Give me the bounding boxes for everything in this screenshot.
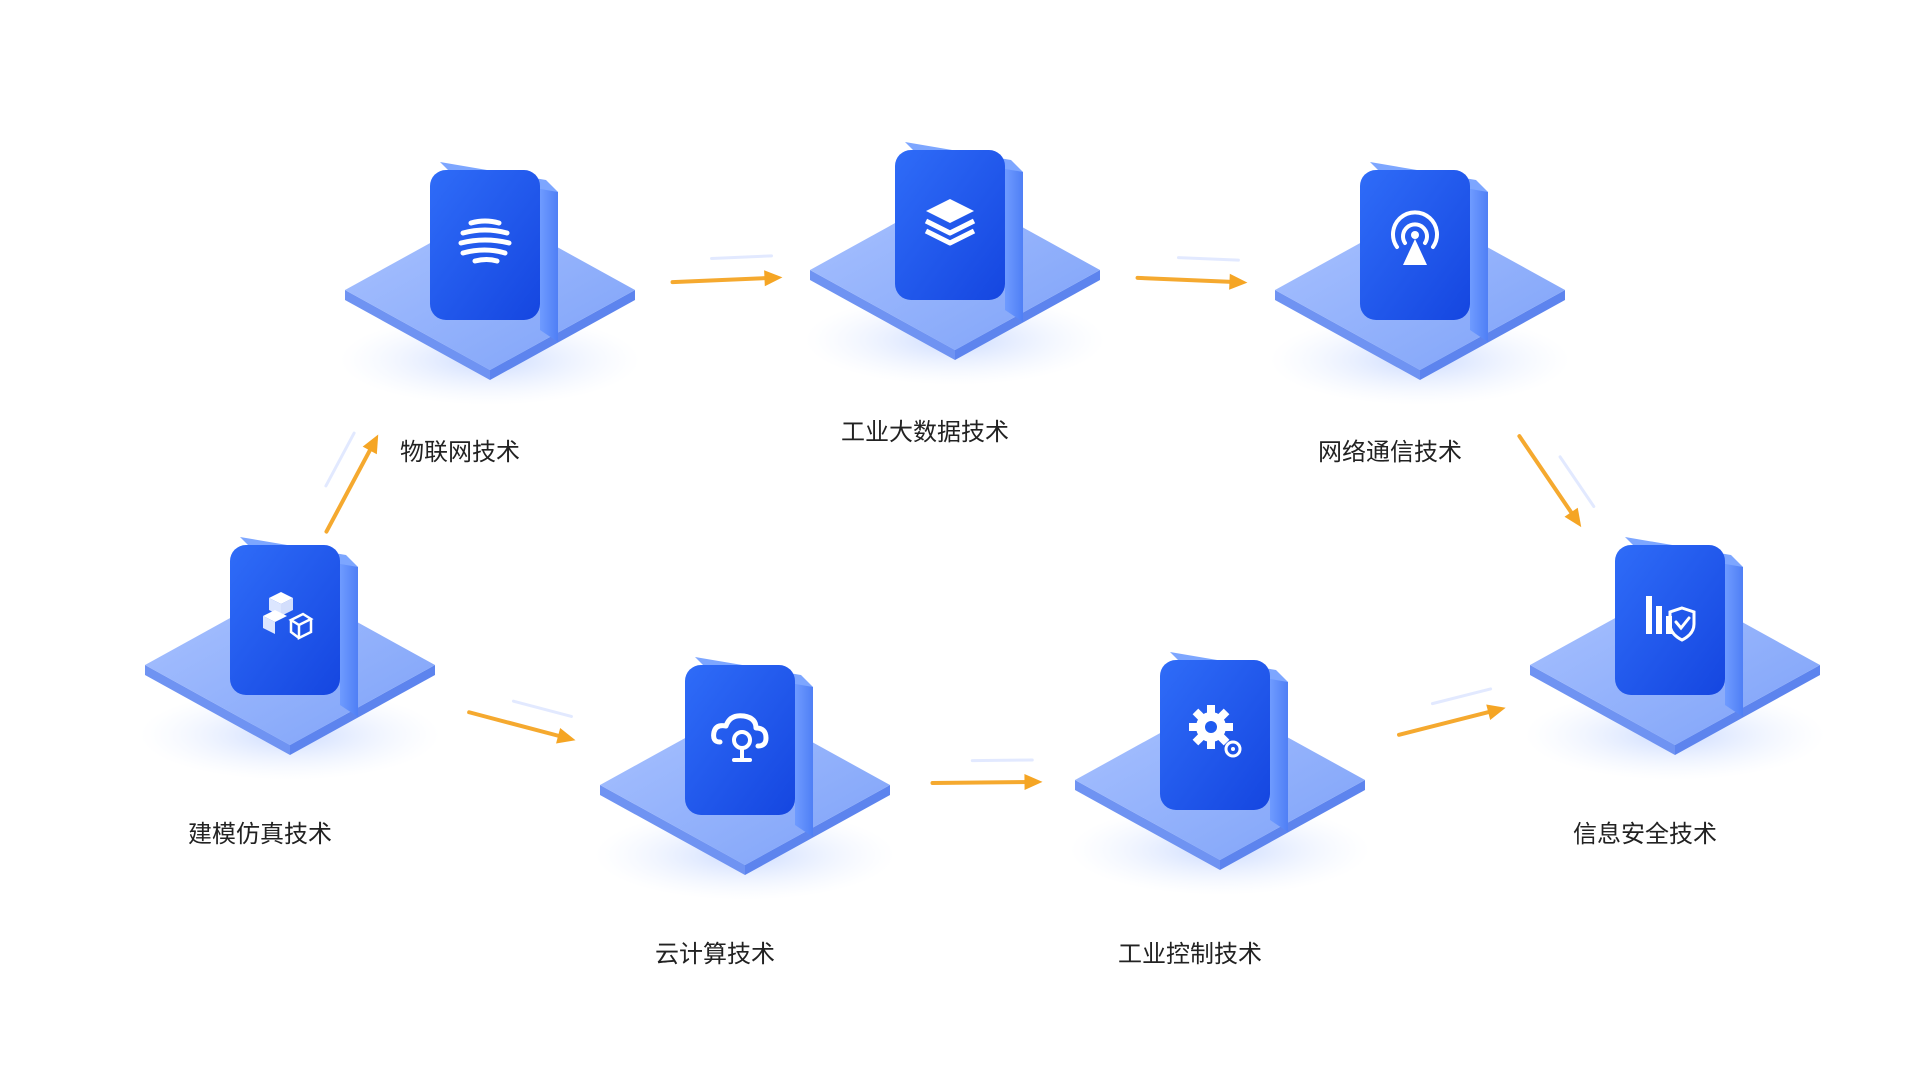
- node-iot: 物联网技术: [340, 162, 640, 466]
- gear-icon: [1189, 705, 1242, 758]
- arrows-layer: [324, 254, 1596, 791]
- security-chart-icon: [1646, 596, 1696, 642]
- arrow-network-to-security: [1517, 434, 1596, 528]
- node-modeling: 建模仿真技术: [140, 537, 440, 848]
- node-iot-label: 物联网技术: [400, 438, 520, 466]
- cubes-icon: [263, 592, 314, 641]
- layers-icon: [924, 199, 976, 246]
- arrow-cloud-to-control: [930, 758, 1043, 791]
- arrow-iot-to-bigdata: [670, 254, 783, 287]
- arrow-modeling-to-cloud: [467, 699, 576, 744]
- node-control: 工业控制技术: [1070, 652, 1370, 968]
- globe-icon: [458, 218, 512, 264]
- arrow-modeling-to-iot: [324, 431, 379, 534]
- node-cloud-platform: [595, 657, 895, 900]
- node-control-label: 工业控制技术: [1118, 940, 1262, 968]
- arrow-bigdata-to-network: [1135, 256, 1248, 290]
- node-control-platform: [1070, 652, 1370, 895]
- node-bigdata-platform: [805, 142, 1105, 385]
- node-modeling-platform: [140, 537, 440, 780]
- node-security-label: 信息安全技术: [1573, 820, 1717, 848]
- node-cloud: 云计算技术: [595, 657, 895, 968]
- node-cloud-label: 云计算技术: [655, 940, 775, 968]
- antenna-icon: [1391, 210, 1439, 265]
- node-security-platform: [1525, 537, 1825, 780]
- node-modeling-label: 建模仿真技术: [188, 820, 332, 848]
- node-network-label: 网络通信技术: [1318, 438, 1462, 466]
- node-security: 信息安全技术: [1525, 537, 1825, 848]
- node-bigdata: 工业大数据技术: [805, 142, 1105, 446]
- arrow-control-to-security: [1397, 687, 1506, 737]
- node-iot-platform: [340, 162, 640, 405]
- node-network: 网络通信技术: [1270, 162, 1570, 466]
- node-network-platform: [1270, 162, 1570, 405]
- cloud-icon: [711, 713, 769, 762]
- node-bigdata-label: 工业大数据技术: [841, 418, 1009, 446]
